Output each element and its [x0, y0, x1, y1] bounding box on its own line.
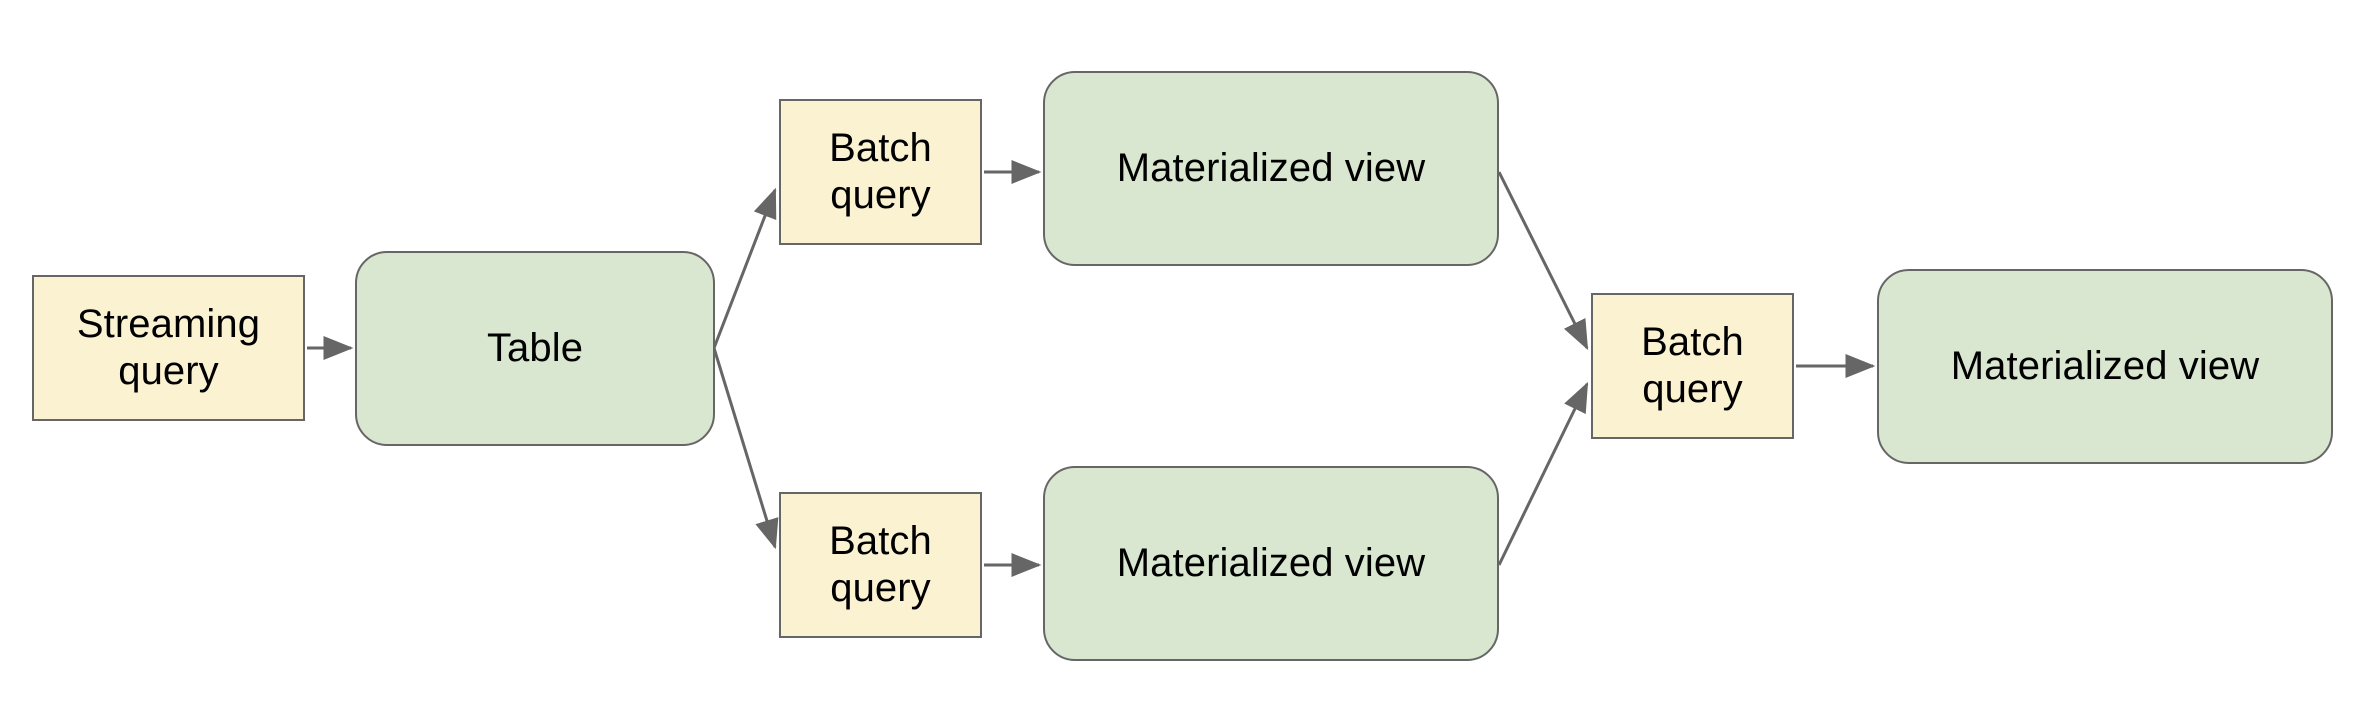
node-label: Batch query [829, 125, 932, 217]
node-batch-query-top[interactable]: Batch query [779, 99, 982, 245]
edge-e6 [1497, 171, 1589, 351]
edge-e3 [712, 347, 779, 550]
node-label: Batch query [1641, 319, 1744, 411]
node-batch-query-merge[interactable]: Batch query [1591, 293, 1794, 439]
node-materialized-view-final[interactable]: Materialized view [1877, 269, 2333, 464]
node-label: Materialized view [1116, 145, 1426, 190]
node-materialized-view-top[interactable]: Materialized view [1043, 71, 1499, 266]
edge-e7 [1497, 381, 1589, 566]
node-table[interactable]: Table [355, 251, 715, 446]
node-batch-query-bottom[interactable]: Batch query [779, 492, 982, 638]
node-label: Batch query [829, 518, 932, 610]
node-streaming-query[interactable]: Streaming query [32, 275, 305, 421]
edge-e2 [712, 187, 777, 349]
node-label: Materialized view [1116, 540, 1426, 585]
node-label: Streaming query [76, 301, 261, 393]
node-materialized-view-bottom[interactable]: Materialized view [1043, 466, 1499, 661]
node-label: Materialized view [1950, 343, 2260, 388]
node-label: Table [486, 325, 584, 370]
